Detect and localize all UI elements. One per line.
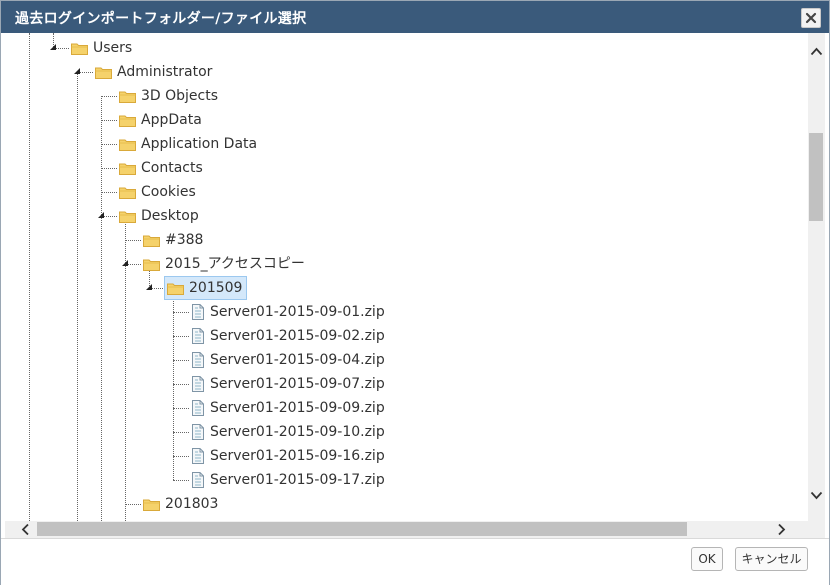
tree-node-users[interactable]: Users — [71, 37, 132, 59]
title-bar: 過去ログインポートフォルダー/ファイル選択 — [1, 1, 829, 33]
scrollbar-corner — [808, 521, 825, 538]
folder-icon — [119, 139, 136, 151]
tree-file-item[interactable]: Server01-2015-09-16.zip — [191, 445, 385, 467]
tree-node-contacts[interactable]: Contacts — [119, 157, 203, 179]
close-button[interactable] — [801, 8, 821, 28]
zip-file-icon — [192, 424, 204, 440]
tree-file-item[interactable]: Server01-2015-09-10.zip — [191, 421, 385, 443]
zip-file-icon — [192, 352, 204, 368]
cancel-button[interactable]: キャンセル — [735, 547, 808, 571]
zip-file-icon — [192, 448, 204, 464]
tree-node-201803[interactable]: 201803 — [143, 493, 218, 515]
tree-file-item[interactable]: Server01-2015-09-09.zip — [191, 397, 385, 419]
zip-file-icon — [192, 304, 204, 320]
scroll-left-icon[interactable] — [21, 523, 30, 536]
expanded-triangle-icon[interactable] — [145, 283, 153, 291]
scroll-right-icon[interactable] — [777, 523, 786, 536]
tree-node-appdata[interactable]: AppData — [119, 109, 202, 131]
tree-file-item[interactable]: Server01-2015-09-04.zip — [191, 349, 385, 371]
folder-tree-panel: Users Administrator 3D Objects AppData A… — [5, 33, 825, 538]
zip-file-icon — [192, 400, 204, 416]
expanded-triangle-icon[interactable] — [121, 259, 129, 267]
horizontal-scroll-thumb[interactable] — [37, 522, 687, 536]
folder-icon — [167, 283, 184, 295]
folder-icon — [119, 211, 136, 223]
folder-icon — [119, 163, 136, 175]
tree-file-item[interactable]: Server01-2015-09-02.zip — [191, 325, 385, 347]
folder-icon — [119, 115, 136, 127]
folder-icon — [143, 235, 160, 247]
expanded-triangle-icon[interactable] — [73, 67, 81, 75]
tree-node-3d-objects[interactable]: 3D Objects — [119, 85, 218, 107]
expanded-triangle-icon[interactable] — [97, 211, 105, 219]
tree-node-application-data[interactable]: Application Data — [119, 133, 257, 155]
folder-tree[interactable]: Users Administrator 3D Objects AppData A… — [5, 33, 805, 521]
expanded-triangle-icon[interactable] — [49, 43, 57, 51]
close-icon — [805, 12, 817, 24]
folder-icon — [95, 67, 112, 79]
vertical-scrollbar[interactable] — [808, 33, 825, 521]
tree-file-item[interactable]: Server01-2015-09-07.zip — [191, 373, 385, 395]
zip-file-icon — [192, 328, 204, 344]
tree-node-cookies[interactable]: Cookies — [119, 181, 196, 203]
tree-node-2015-access-copy[interactable]: 2015_アクセスコピー — [143, 253, 305, 275]
ok-button[interactable]: OK — [691, 547, 723, 571]
dialog-title: 過去ログインポートフォルダー/ファイル選択 — [15, 11, 307, 27]
tree-node-388[interactable]: #388 — [143, 229, 203, 251]
scroll-down-icon[interactable] — [810, 491, 823, 500]
vertical-scroll-thumb[interactable] — [809, 133, 823, 221]
tree-file-item[interactable]: Server01-2015-09-01.zip — [191, 301, 385, 323]
zip-file-icon — [192, 472, 204, 488]
folder-icon — [119, 91, 136, 103]
folder-icon — [143, 259, 160, 271]
horizontal-scrollbar[interactable] — [5, 521, 808, 538]
tree-node-desktop[interactable]: Desktop — [119, 205, 199, 227]
scroll-up-icon[interactable] — [810, 47, 823, 56]
tree-node-administrator[interactable]: Administrator — [95, 61, 212, 83]
zip-file-icon — [192, 376, 204, 392]
folder-icon — [71, 43, 88, 55]
tree-node-201509-selected[interactable]: 201509 — [164, 276, 248, 300]
folder-icon — [143, 499, 160, 511]
tree-file-item[interactable]: Server01-2015-09-17.zip — [191, 469, 385, 491]
dialog-footer: OK キャンセル — [1, 538, 829, 585]
folder-icon — [119, 187, 136, 199]
